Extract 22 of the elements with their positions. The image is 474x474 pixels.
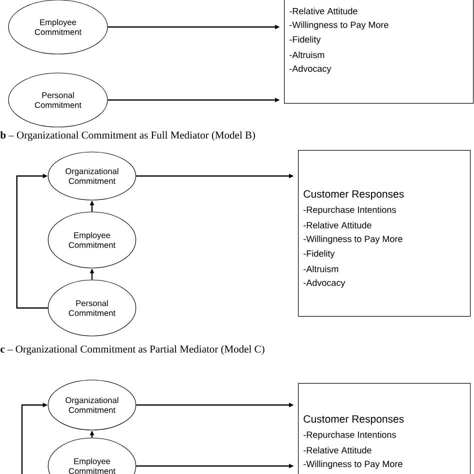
response-box xyxy=(298,150,471,317)
box-heading: Customer Responses xyxy=(304,415,404,425)
list-item: -Altruism xyxy=(304,266,338,272)
list-item: -Willingness to Pay More xyxy=(304,460,402,469)
list-item: -Relative Attitude xyxy=(304,222,372,228)
list-item: -Repurchase Intentions xyxy=(304,206,396,215)
list-item: -Relative Attitude xyxy=(304,446,372,454)
response-box xyxy=(298,383,471,474)
list-item: -Advocacy xyxy=(304,279,346,288)
box-heading: Customer Responses xyxy=(304,190,404,200)
panel-caption: c – Organizational Commitment as Partial Mediator (Model C) xyxy=(0,345,264,355)
list-item: -Willingness to Pay More xyxy=(290,21,388,30)
response-box xyxy=(284,0,474,104)
list-item: -Repurchase Intentions xyxy=(304,431,396,440)
list-item: -Relative Attitude xyxy=(290,8,358,14)
list-item: -Fidelity xyxy=(290,36,321,44)
arrow xyxy=(16,174,48,309)
panel-caption: b – Organizational Commitment as Full Mediator (Model B) xyxy=(0,131,256,141)
list-item: -Altruism xyxy=(290,52,324,58)
list-item: -Advocacy xyxy=(290,65,332,74)
list-item: -Willingness to Pay More xyxy=(304,236,402,244)
list-item: -Fidelity xyxy=(304,250,335,258)
